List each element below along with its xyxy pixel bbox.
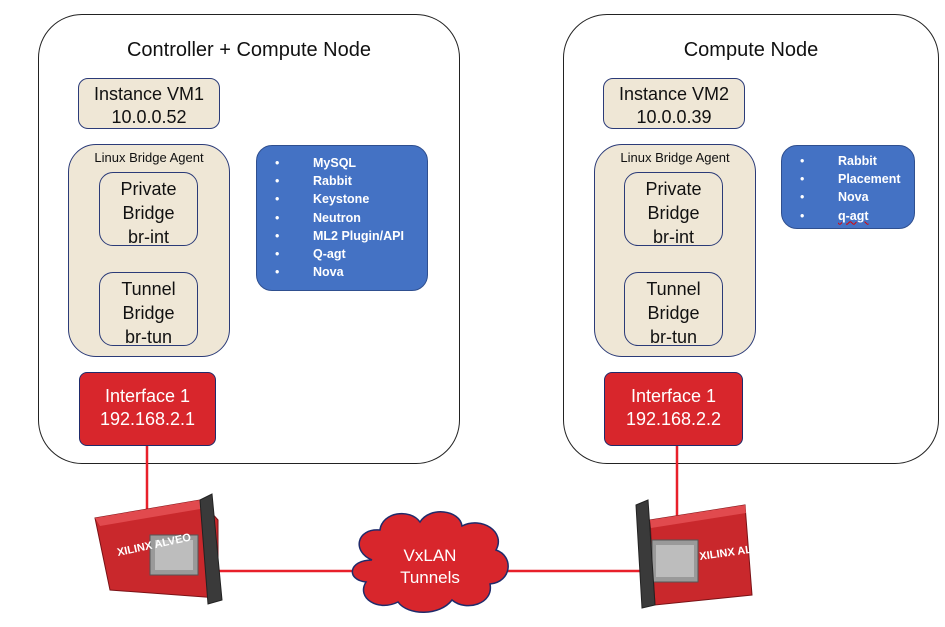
vm-ip: 10.0.0.52 bbox=[111, 107, 187, 127]
node-title: Controller + Compute Node bbox=[126, 39, 371, 61]
instance-vm2: Instance VM2 10.0.0.39 bbox=[603, 78, 745, 129]
service-item: • Nova bbox=[257, 263, 427, 281]
service-label: Q-agt bbox=[313, 247, 346, 262]
bridge-line: Bridge bbox=[647, 203, 700, 223]
bridge-line: Bridge bbox=[122, 203, 175, 223]
interface-1-left: Interface 1 192.168.2.1 bbox=[79, 372, 216, 446]
cloud-label: VxLAN bbox=[404, 546, 457, 565]
bridge-line: Tunnel bbox=[121, 279, 176, 299]
service-label: Neutron bbox=[313, 210, 361, 225]
bridge-line: br-tun bbox=[124, 327, 173, 347]
vxlan-cloud-icon: VxLAN Tunnels bbox=[351, 511, 509, 613]
service-item: • Keystone bbox=[257, 190, 427, 208]
interface-name: Interface 1 bbox=[104, 386, 191, 406]
services-list: • Rabbit • Placement • Nova • q-agt bbox=[781, 145, 915, 229]
bridge-line: br-int bbox=[652, 227, 694, 247]
service-label: Keystone bbox=[313, 192, 370, 207]
bullet-icon: • bbox=[800, 208, 805, 223]
service-label: Rabbit bbox=[838, 154, 877, 168]
service-label: Nova bbox=[313, 265, 344, 280]
service-item: • ML2 Plugin/API bbox=[257, 227, 427, 245]
bullet-icon: • bbox=[275, 265, 280, 280]
tunnel-bridge-br-tun: Tunnel Bridge br-tun bbox=[99, 272, 198, 347]
service-item: • Q-agt bbox=[257, 245, 427, 263]
interface-ip: 192.168.2.2 bbox=[625, 409, 722, 429]
agent-label: Linux Bridge Agent bbox=[94, 150, 204, 165]
vm-name: Instance VM2 bbox=[618, 84, 730, 104]
interface-ip: 192.168.2.1 bbox=[99, 409, 196, 429]
service-item: • q-agt bbox=[782, 207, 914, 225]
vm-ip: 10.0.0.39 bbox=[636, 107, 712, 127]
bullet-icon: • bbox=[800, 190, 805, 205]
service-label: MySQL bbox=[313, 156, 357, 170]
bullet-icon: • bbox=[800, 172, 805, 187]
service-item: • Rabbit bbox=[257, 172, 427, 190]
interface-1-right: Interface 1 192.168.2.2 bbox=[604, 372, 743, 446]
cloud-label: Tunnels bbox=[400, 568, 460, 587]
left-fpga-card-icon: XILINX ALVEO bbox=[94, 493, 223, 605]
agent-label: Linux Bridge Agent bbox=[620, 150, 730, 165]
bullet-icon: • bbox=[275, 192, 280, 207]
services-list: • MySQL • Rabbit • Keystone • Neutron • ML2 P… bbox=[256, 145, 428, 291]
instance-vm1: Instance VM1 10.0.0.52 bbox=[78, 78, 220, 129]
bridge-line: br-tun bbox=[649, 327, 698, 347]
right-fpga-card-icon: XILINX ALVEO bbox=[635, 499, 775, 609]
bridge-line: Private bbox=[120, 179, 177, 199]
node-title: Compute Node bbox=[683, 39, 819, 61]
tunnel-bridge-br-tun: Tunnel Bridge br-tun bbox=[624, 272, 723, 347]
bridge-line: Bridge bbox=[122, 303, 175, 323]
bridge-line: Bridge bbox=[647, 303, 700, 323]
service-item: • Placement bbox=[782, 170, 914, 188]
bullet-icon: • bbox=[275, 228, 280, 243]
bridge-line: Tunnel bbox=[646, 279, 701, 299]
bullet-icon: • bbox=[275, 174, 280, 189]
private-bridge-br-int: Private Bridge br-int bbox=[99, 172, 198, 247]
service-item: • Rabbit bbox=[782, 152, 914, 170]
service-item: • MySQL bbox=[257, 154, 427, 172]
bullet-icon: • bbox=[275, 210, 280, 225]
service-label: q-agt bbox=[838, 208, 869, 223]
service-label: ML2 Plugin/API bbox=[313, 228, 404, 243]
service-item: • Nova bbox=[782, 188, 914, 206]
bullet-icon: • bbox=[275, 247, 280, 262]
vm-name: Instance VM1 bbox=[93, 84, 205, 104]
bullet-icon: • bbox=[800, 154, 805, 168]
service-label: Placement bbox=[838, 172, 901, 187]
private-bridge-br-int: Private Bridge br-int bbox=[624, 172, 723, 247]
service-item: • Neutron bbox=[257, 209, 427, 227]
bridge-line: Private bbox=[645, 179, 702, 199]
bullet-icon: • bbox=[275, 156, 280, 170]
bridge-line: br-int bbox=[127, 227, 169, 247]
service-label: Rabbit bbox=[313, 174, 352, 189]
service-label: Nova bbox=[838, 190, 869, 205]
interface-name: Interface 1 bbox=[630, 386, 717, 406]
